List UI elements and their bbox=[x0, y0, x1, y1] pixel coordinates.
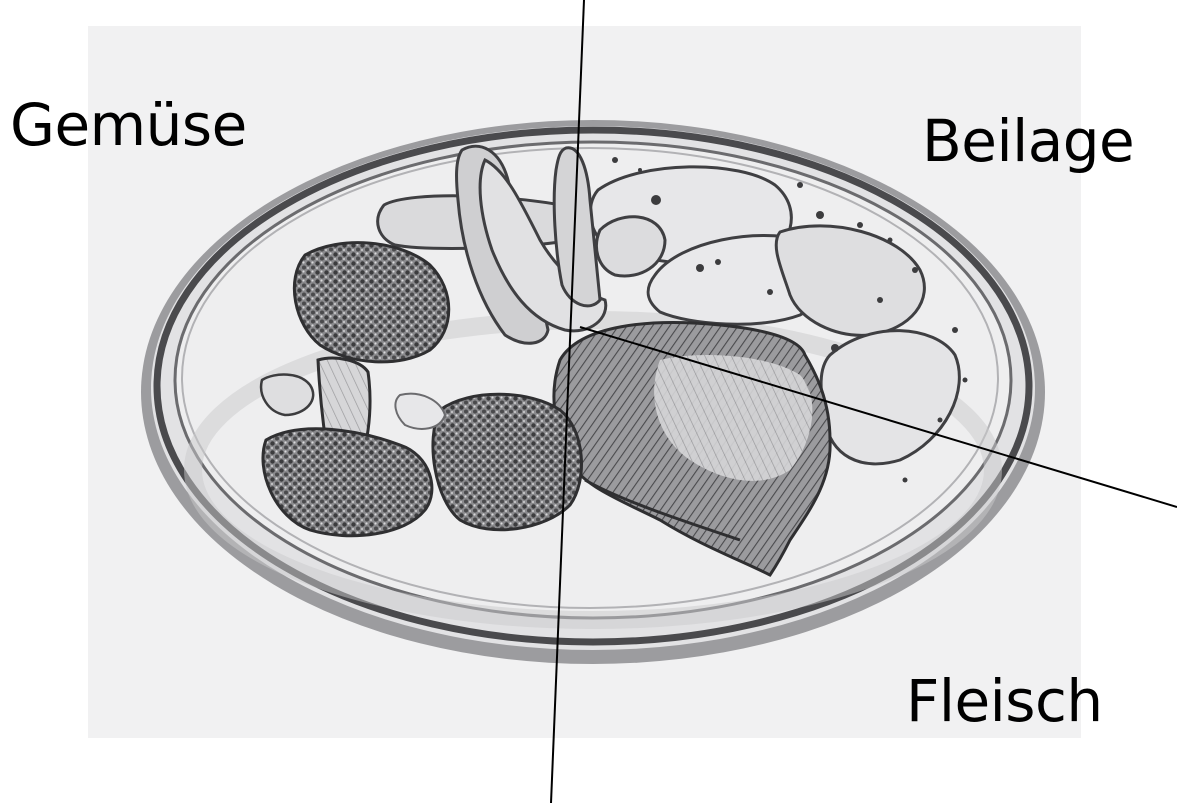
label-vegetables: Gemüse bbox=[10, 96, 247, 154]
label-meat: Fleisch bbox=[906, 672, 1103, 730]
label-side-dish: Beilage bbox=[922, 112, 1134, 170]
